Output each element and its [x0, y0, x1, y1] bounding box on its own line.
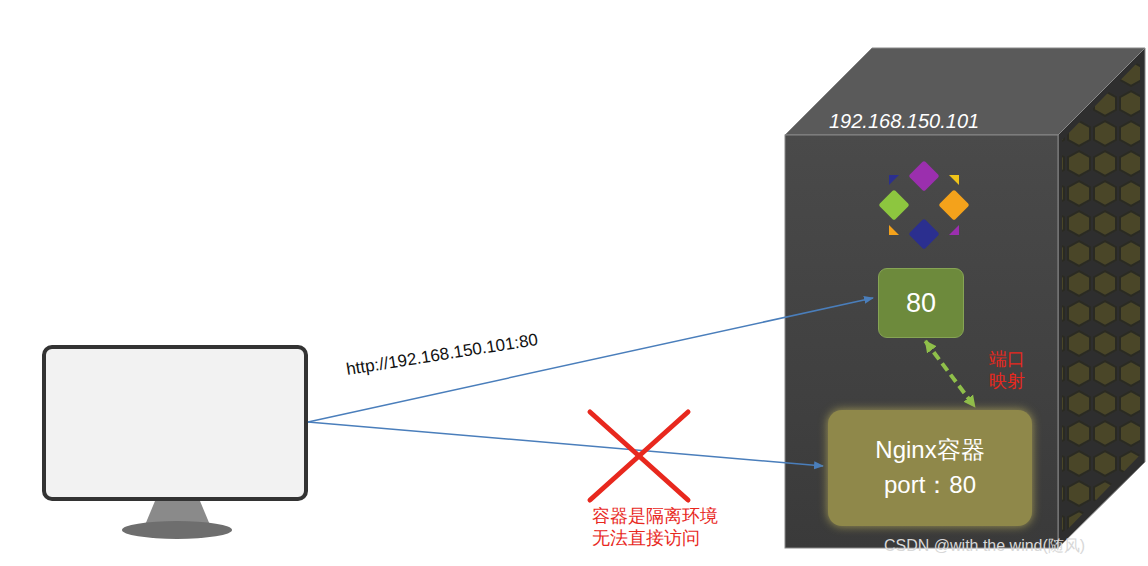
watermark: CSDN @with the wind(随风): [884, 536, 1085, 557]
url-label: http://192.168.150.101:80: [345, 330, 540, 380]
port-box: 80: [878, 268, 964, 338]
server-box: [785, 48, 1145, 548]
container-box: Nginx容器 port：80: [828, 410, 1032, 526]
node-text: Nginx容器 port：80: [865, 433, 995, 503]
logo: [878, 160, 969, 249]
monitor-icon: [44, 347, 306, 539]
edge-label: 端口映射: [989, 349, 1027, 392]
note-label: 容器是隔离环境 无法直接访问: [592, 506, 728, 549]
node-text: 80: [906, 288, 936, 319]
port-mapping-arrow: [925, 341, 975, 407]
request-line: [308, 422, 823, 466]
server-box: 192.168.150.101 80Nginx容器 port：80: [785, 100, 1058, 548]
cross-mark: [590, 412, 688, 500]
request-line: [308, 298, 873, 422]
node-text: 192.168.150.101: [829, 110, 979, 133]
